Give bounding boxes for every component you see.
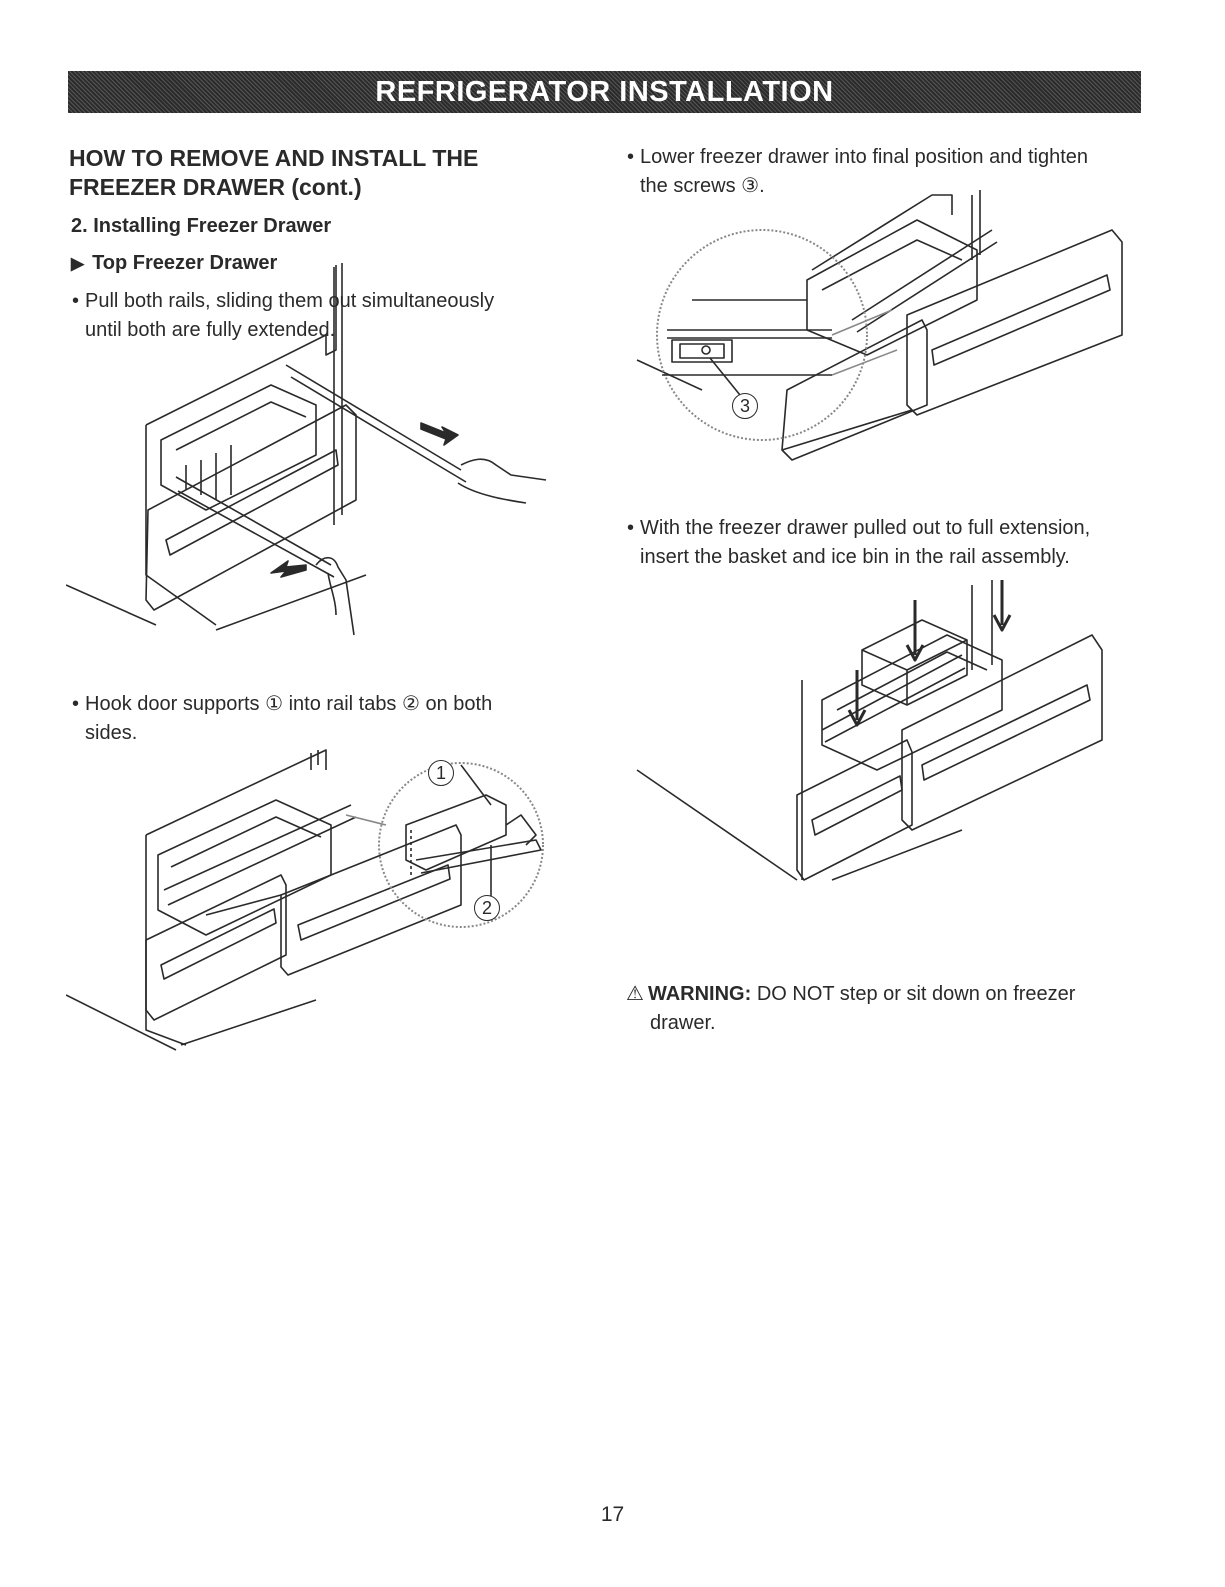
warning-text-1: DO NOT step or sit down on freezer <box>751 983 1076 1005</box>
step-hook-text-2: into rail tabs <box>283 693 402 715</box>
section-title-line-2: FREEZER DRAWER (cont.) <box>69 174 362 200</box>
step-hook-line-1: Hook door supports ① into rail tabs ② on… <box>85 690 555 719</box>
callout-2-icon: 2 <box>474 895 500 921</box>
step-pull-rails-line-2: until both are fully extended. <box>85 319 336 341</box>
step-insert-basket: • With the freezer drawer pulled out to … <box>627 514 1150 572</box>
bullet-dot-icon: • <box>627 146 635 168</box>
figure-tighten-screws: 3 <box>632 190 1132 480</box>
page-number: 17 <box>600 1503 625 1526</box>
section-title: HOW TO REMOVE AND INSTALL THE FREEZER DR… <box>69 144 539 202</box>
step-hook-line-2: sides. <box>85 722 138 744</box>
step-lower-period: . <box>759 175 765 197</box>
bullet-dot-icon: • <box>627 517 635 539</box>
step-lower-text: the screws <box>640 175 742 197</box>
step-insert-line-2: insert the basket and ice bin in the rai… <box>640 546 1070 568</box>
section-title-line-1: HOW TO REMOVE AND INSTALL THE <box>69 145 479 171</box>
warning-note: ⚠WARNING: DO NOT step or sit down on fre… <box>626 980 1146 1038</box>
circled-1-marker: ① <box>265 693 284 715</box>
step-pull-rails: • Pull both rails, sliding them out simu… <box>72 287 555 345</box>
subsubsection-title: ▶ Top Freezer Drawer <box>71 252 277 275</box>
bullet-dot-icon: • <box>72 290 80 312</box>
warning-triangle-icon: ⚠ <box>626 983 644 1005</box>
callout-3-icon: 3 <box>732 393 758 419</box>
banner-title: REFRIGERATOR INSTALLATION <box>375 75 834 108</box>
subsubsection-label: Top Freezer Drawer <box>92 252 278 274</box>
circled-2-marker: ② <box>402 693 420 715</box>
step-lower-line-1: Lower freezer drawer into final position… <box>640 146 1089 168</box>
callout-1-icon: 1 <box>428 760 454 786</box>
step-insert-line-1: With the freezer drawer pulled out to fu… <box>640 517 1091 539</box>
step-lower-drawer: • Lower freezer drawer into final positi… <box>627 143 1150 201</box>
warning-line-2: drawer. <box>650 1012 716 1034</box>
figure-insert-basket <box>632 580 1132 900</box>
step-hook-text-3: on both <box>419 693 493 715</box>
warning-label: WARNING: <box>647 983 752 1005</box>
bullet-dot-icon: • <box>72 693 80 715</box>
figure-hook-supports: 1 2 <box>66 745 556 1060</box>
figure-pull-rails <box>66 255 556 655</box>
subsection-title: 2. Installing Freezer Drawer <box>71 215 332 237</box>
section-banner: REFRIGERATOR INSTALLATION <box>68 71 1141 113</box>
circled-3-marker: ③ <box>741 175 760 197</box>
triangle-right-icon: ▶ <box>71 254 85 273</box>
step-hook-door-supports: • Hook door supports ① into rail tabs ② … <box>72 690 555 748</box>
warning-line-1: ⚠WARNING: DO NOT step or sit down on fre… <box>626 980 1146 1009</box>
step-lower-line-2: the screws ③. <box>640 172 1150 201</box>
step-pull-rails-line-1: Pull both rails, sliding them out simult… <box>85 290 495 312</box>
step-hook-text-1: Hook door supports <box>85 693 266 715</box>
